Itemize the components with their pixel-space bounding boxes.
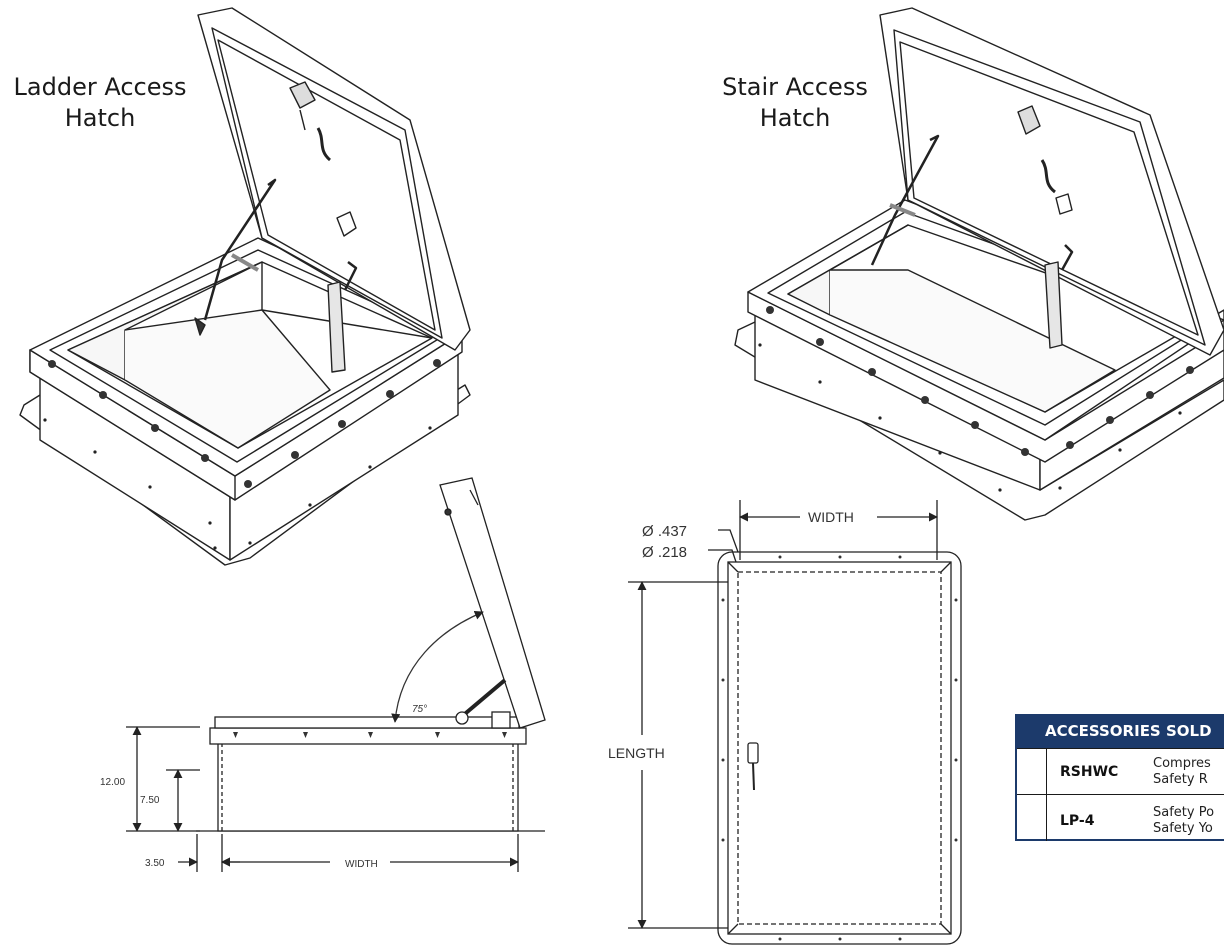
stair-label-line1: Stair Access [722,73,868,101]
accessory-code: LP-4 [1060,813,1095,829]
row-marker-cell [1017,749,1047,795]
ladder-hatch-isometric [19,7,471,566]
side-width-bg [330,854,390,872]
plan-length-dim: LENGTH [608,745,665,761]
side-angle-label: 75° [412,704,427,715]
table-row: LP-4 Safety Po Safety Yo [1017,794,1224,841]
ladder-label-line2: Hatch [64,104,136,132]
ladder-label-line1: Ladder Access [13,73,187,101]
accessory-code: RSHWC [1060,764,1119,780]
row-marker-cell [1017,795,1047,841]
table-row: RSHWC Compres Safety R [1017,748,1224,795]
plan-width-dim: WIDTH [808,509,854,525]
stair-access-hatch-label: Stair Access Hatch [715,72,875,134]
side-flange-dim: 3.50 [145,858,165,869]
side-elevation-drawing [126,477,546,872]
side-width-dim: WIDTH [345,859,378,870]
stair-label-line2: Hatch [759,104,831,132]
accessory-desc-line2: Safety R [1153,772,1208,787]
stair-hatch-isometric [734,7,1224,521]
ladder-access-hatch-label: Ladder Access Hatch [5,72,195,134]
side-height-total: 12.00 [100,777,125,788]
plan-dia-outer: Ø .437 [642,523,687,540]
accessories-header: ACCESSORIES SOLD [1015,714,1224,748]
accessory-desc-line1: Safety Po [1153,805,1215,820]
accessory-desc-line1: Compres [1153,756,1211,771]
plan-view-drawing [628,500,962,945]
plan-dia-inner: Ø .218 [642,544,687,561]
accessory-desc-line2: Safety Yo [1153,821,1213,836]
side-height-curb: 7.50 [140,795,160,806]
